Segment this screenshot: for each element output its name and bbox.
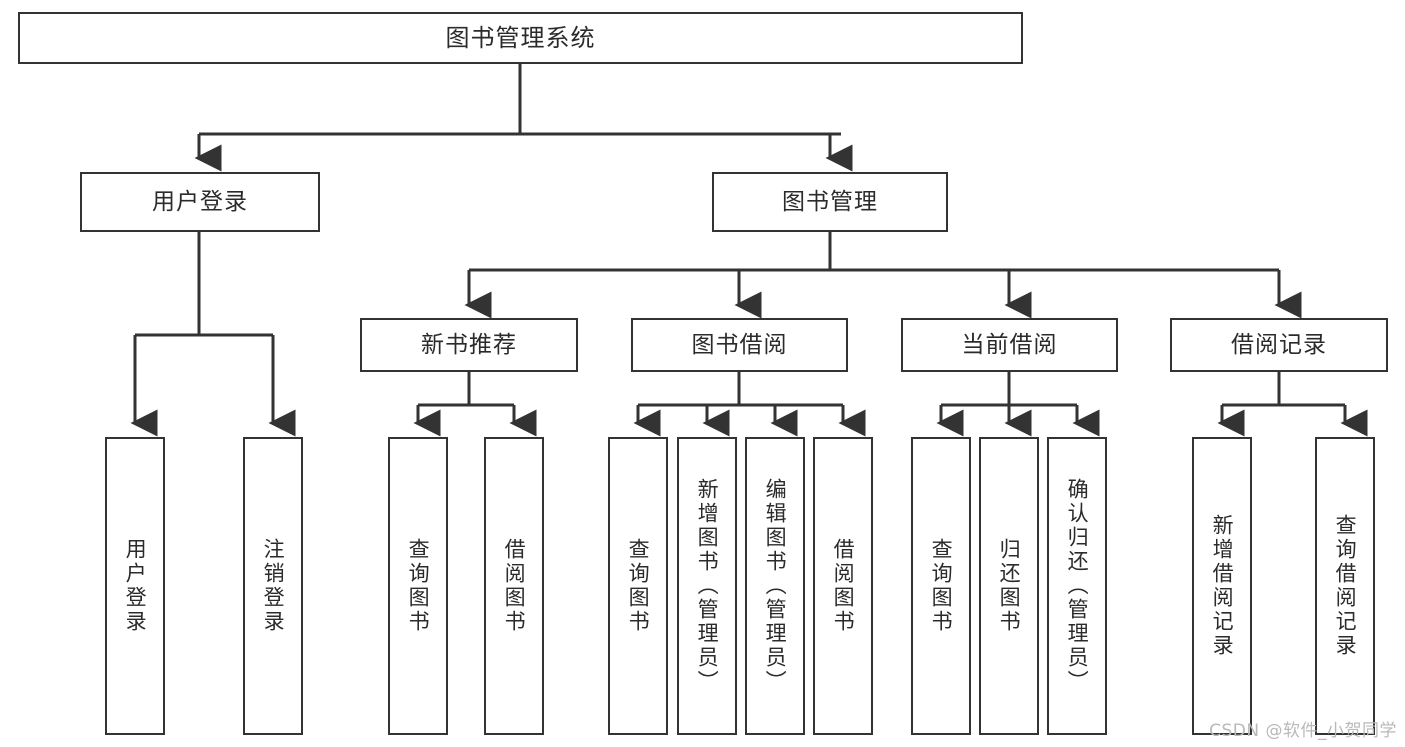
node-current-borrow[interactable]: 当前借阅 <box>901 318 1118 372</box>
node-label: 归还图书 <box>997 538 1022 634</box>
node-label: 当前借阅 <box>961 331 1058 358</box>
node-label: 借阅记录 <box>1231 331 1327 358</box>
node-label: 图书管理 <box>782 188 878 215</box>
node-leaf-query-book-2[interactable]: 查询图书 <box>608 437 668 735</box>
csdn-watermark: CSDN @软件_小贺同学 <box>1209 721 1397 741</box>
node-label: 确认归还（管理员） <box>1065 478 1090 694</box>
node-label: 用户登录 <box>152 188 248 215</box>
node-label: 用户登录 <box>123 538 148 634</box>
node-leaf-logout-login[interactable]: 注销登录 <box>243 437 303 735</box>
node-leaf-query-book-3[interactable]: 查询图书 <box>911 437 971 735</box>
node-label: 查询图书 <box>929 538 954 634</box>
node-borrow-record[interactable]: 借阅记录 <box>1170 318 1388 372</box>
node-label: 图书借阅 <box>691 331 788 358</box>
node-leaf-confirm-return-admin[interactable]: 确认归还（管理员） <box>1047 437 1107 735</box>
node-label: 图书管理系统 <box>445 24 596 52</box>
node-label: 新增借阅记录 <box>1210 514 1235 658</box>
node-book-management[interactable]: 图书管理 <box>712 172 948 232</box>
node-leaf-add-book-admin[interactable]: 新增图书（管理员） <box>677 437 737 735</box>
node-label: 借阅图书 <box>831 538 856 634</box>
node-label: 注销登录 <box>261 538 286 634</box>
node-leaf-edit-book-admin[interactable]: 编辑图书（管理员） <box>745 437 805 735</box>
node-leaf-add-borrow-record[interactable]: 新增借阅记录 <box>1192 437 1252 735</box>
node-user-login[interactable]: 用户登录 <box>80 172 320 232</box>
node-leaf-return-book[interactable]: 归还图书 <box>979 437 1039 735</box>
node-leaf-borrow-book-1[interactable]: 借阅图书 <box>484 437 544 735</box>
node-label: 查询图书 <box>406 538 431 634</box>
node-leaf-query-book-1[interactable]: 查询图书 <box>388 437 448 735</box>
node-label: 借阅图书 <box>502 538 527 634</box>
node-leaf-query-borrow-record[interactable]: 查询借阅记录 <box>1315 437 1375 735</box>
node-label: 新书推荐 <box>421 331 517 358</box>
node-book-borrow[interactable]: 图书借阅 <box>631 318 848 372</box>
node-leaf-borrow-book-2[interactable]: 借阅图书 <box>813 437 873 735</box>
node-leaf-user-login[interactable]: 用户登录 <box>105 437 165 735</box>
node-label: 新增图书（管理员） <box>695 478 720 694</box>
node-book-management-system[interactable]: 图书管理系统 <box>18 12 1023 64</box>
node-label: 查询图书 <box>626 538 651 634</box>
node-label: 编辑图书（管理员） <box>763 478 788 694</box>
node-new-book-recommend[interactable]: 新书推荐 <box>360 318 578 372</box>
node-label: 查询借阅记录 <box>1333 514 1358 658</box>
